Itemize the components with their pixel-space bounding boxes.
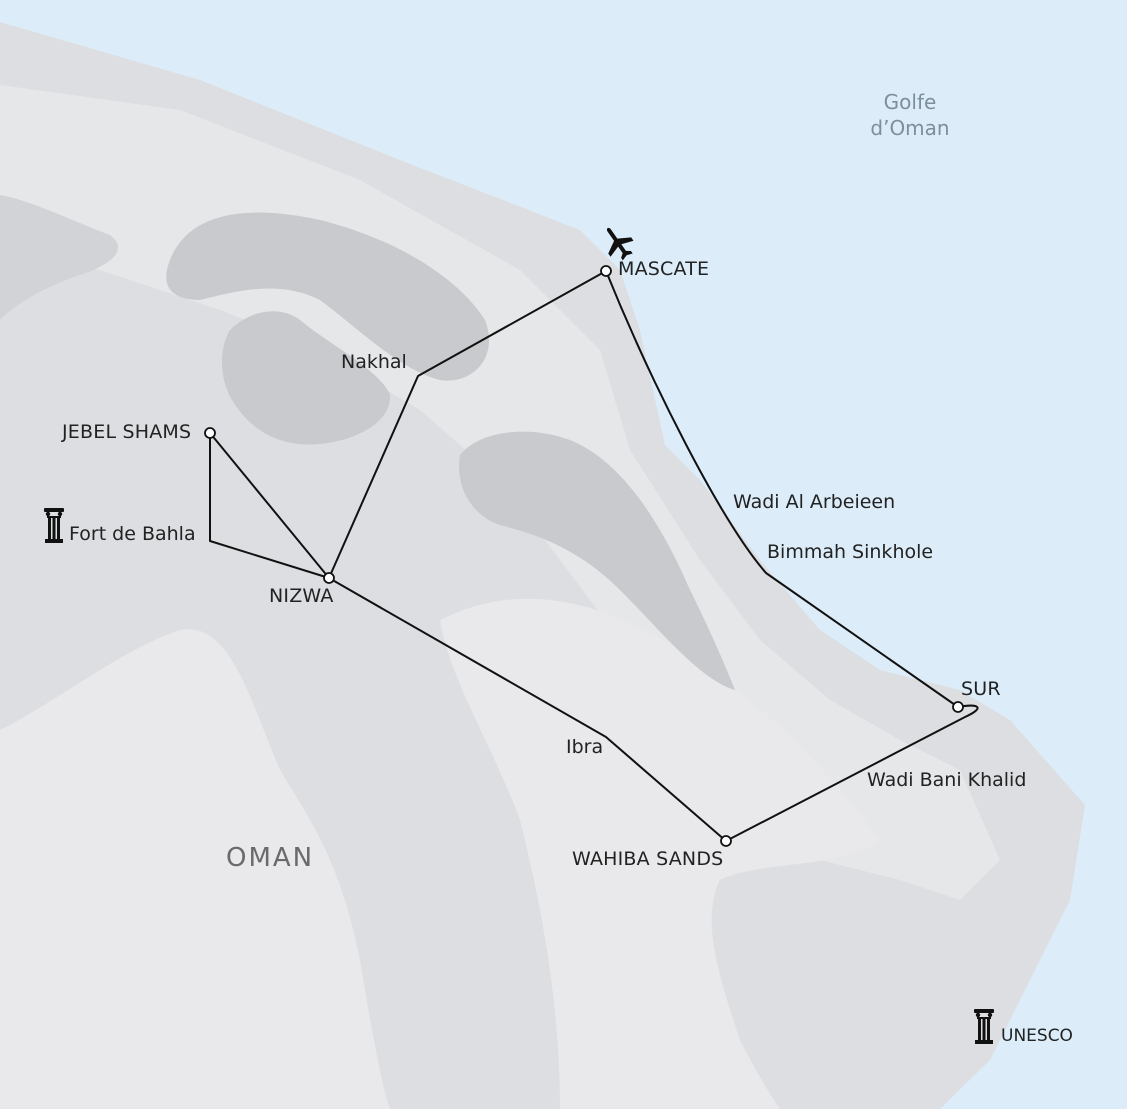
waypoint-label-wadi-bani-khalid: Wadi Bani Khalid xyxy=(867,769,1027,791)
waypoint-label-nakhal: Nakhal xyxy=(341,351,407,373)
mountain-west xyxy=(0,195,119,320)
city-label-wahiba-sands[interactable]: WAHIBA SANDS xyxy=(572,848,724,870)
country-label: OMAN xyxy=(226,843,315,873)
waypoint-label-ibra: Ibra xyxy=(566,736,604,758)
city-markers xyxy=(204,265,964,847)
waypoint-label-bimmah-sinkhole: Bimmah Sinkhole xyxy=(767,541,934,563)
route-sur-mascate xyxy=(605,270,959,708)
sea-label-line-2: d’Oman xyxy=(870,116,950,140)
legend-column-icon xyxy=(974,1009,994,1044)
city-label-mascate[interactable]: MASCATE xyxy=(618,258,710,280)
land-plain-southwest xyxy=(0,629,390,1109)
mountain-east xyxy=(459,431,735,690)
route-mascate-nakhal-nizwa xyxy=(328,270,607,579)
land-plain-south xyxy=(440,598,880,1109)
route-lines xyxy=(209,270,979,842)
marker-sur[interactable] xyxy=(952,701,964,713)
waypoint-label-wadi-al-arbeieen: Wadi Al Arbeieen xyxy=(733,491,896,513)
route-nizwa-jebel-shams-bahla xyxy=(209,432,330,579)
column-icon xyxy=(44,508,64,543)
airplane-icon xyxy=(606,227,634,261)
waypoint-label-fort-de-bahla: Fort de Bahla xyxy=(69,523,196,545)
city-label-sur[interactable]: SUR xyxy=(961,678,1001,700)
marker-mascate[interactable] xyxy=(600,265,612,277)
mountain-central xyxy=(221,311,391,445)
marker-wahiba-sands[interactable] xyxy=(720,835,732,847)
marker-jebel-shams[interactable] xyxy=(204,427,216,439)
marker-nizwa[interactable] xyxy=(323,572,335,584)
sea-label: Golfe d’Oman xyxy=(858,89,962,141)
route-wahiba-sur xyxy=(725,704,979,842)
city-label-nizwa[interactable]: NIZWA xyxy=(269,585,334,607)
mountain-north xyxy=(166,212,489,381)
legend-unesco-label: UNESCO xyxy=(1001,1026,1073,1046)
sea-label-line-1: Golfe xyxy=(883,90,937,114)
route-nizwa-ibra-wahiba xyxy=(328,577,727,842)
city-label-jebel-shams[interactable]: JEBEL SHAMS xyxy=(62,421,192,443)
